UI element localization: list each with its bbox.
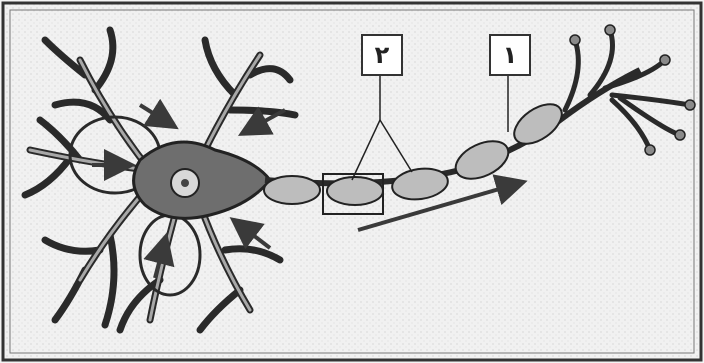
label-2-box: ٢ xyxy=(361,34,403,76)
label-1-text: ١ xyxy=(503,41,518,69)
label-1-box: ١ xyxy=(489,34,531,76)
nucleolus xyxy=(181,179,189,187)
label-2-text: ٢ xyxy=(375,41,390,69)
